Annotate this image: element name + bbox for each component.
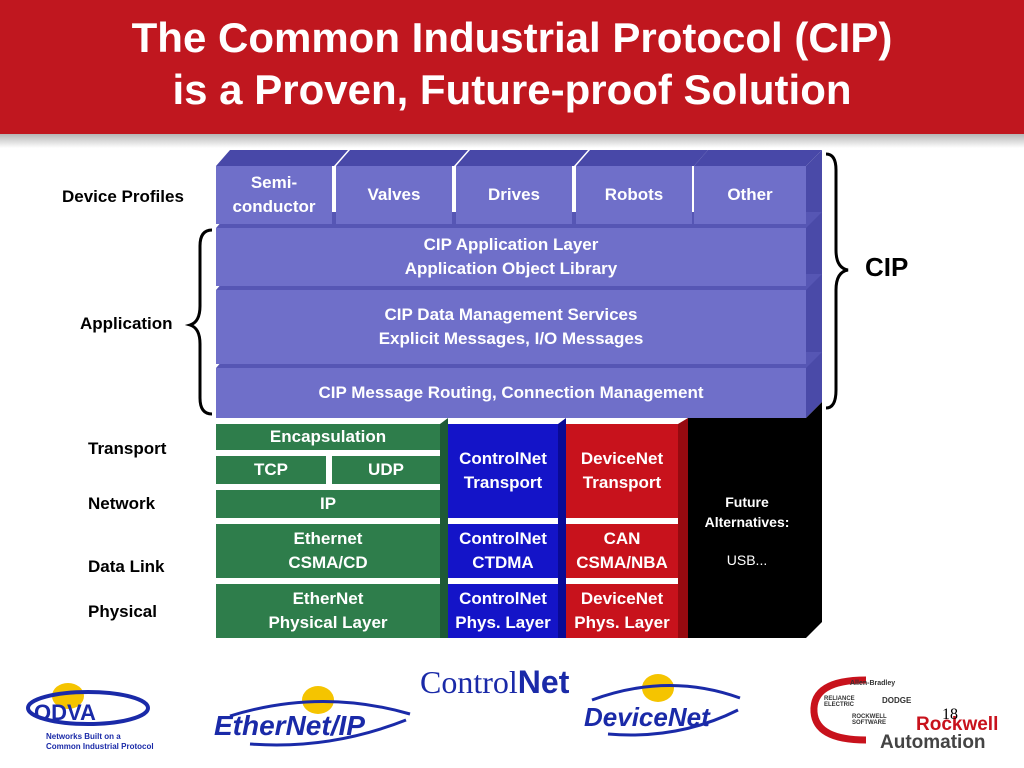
devicenet-transport-line1: DeviceNet: [580, 449, 664, 468]
cip-application-line2: Application Object Library: [404, 259, 618, 278]
controlnet-text-a: Control: [420, 664, 518, 700]
future-alternatives: Future Alternatives: USB...: [688, 418, 806, 638]
title-separator: [0, 134, 1024, 148]
label-data-link: Data Link: [88, 557, 165, 576]
odva-logo: ODVA Networks Built on a Common Industri…: [18, 676, 168, 756]
profile-semiconductor: Semi- conductor: [216, 166, 332, 224]
rockwell-text: Rockwell: [916, 714, 999, 735]
cip-application-line1: CIP Application Layer: [423, 235, 599, 254]
ethernet-datalink: Ethernet CSMA/CD: [216, 524, 440, 578]
devicenet-logo-graphic: [591, 674, 741, 737]
odva-tagline-1: Networks Built on a: [46, 732, 121, 741]
profile-valves-label: Valves: [367, 185, 421, 204]
ab-text: Allen-Bradley: [850, 680, 896, 687]
devicenet-physical-line1: DeviceNet: [580, 589, 664, 608]
title-line-1: The Common Industrial Protocol (CIP): [131, 14, 893, 61]
label-application: Application: [80, 314, 173, 333]
udp-label: UDP: [368, 460, 404, 479]
ethernet-physical: EtherNet Physical Layer: [216, 584, 440, 638]
devicenet-transport: DeviceNet Transport: [566, 424, 678, 518]
devicenet-datalink-line1: CAN: [603, 529, 641, 548]
label-network: Network: [88, 494, 156, 513]
profile-other: Other: [694, 166, 806, 224]
profile-drives-label: Drives: [488, 185, 540, 204]
rockwell-swirl: [810, 676, 867, 744]
rockwell-logo: Allen-Bradley RELIANCE ELECTRIC DODGE RO…: [806, 672, 1012, 753]
title-band: The Common Industrial Protocol (CIP) is …: [0, 0, 1024, 134]
cip-message-routing-label: CIP Message Routing, Connection Manageme…: [318, 383, 704, 402]
cip-message-routing: CIP Message Routing, Connection Manageme…: [216, 368, 806, 418]
controlnet-datalink-line2: CTDMA: [472, 553, 534, 572]
controlnet-datalink-line1: ControlNet: [459, 529, 547, 548]
label-device-profiles: Device Profiles: [62, 187, 184, 206]
odva-logo-graphic: [26, 683, 150, 726]
profile-robots-label: Robots: [604, 185, 664, 204]
controlnet-physical-line2: Phys. Layer: [455, 613, 551, 632]
profile-other-label: Other: [727, 185, 773, 204]
title-line-2: is a Proven, Future-proof Solution: [172, 66, 852, 113]
reliance-text: RELIANCE ELECTRIC: [824, 696, 855, 708]
controlnet-transport-line2: Transport: [463, 473, 543, 492]
controlnet-text-b: Net: [517, 664, 570, 700]
ethernet-udp: UDP: [332, 456, 440, 484]
ethernetip-text: EtherNet/IP: [214, 710, 365, 741]
devicenet-logo: DeviceNet: [578, 672, 748, 742]
label-transport: Transport: [88, 439, 167, 458]
automation-text: Automation: [880, 732, 986, 753]
ethernet-tcp: TCP: [216, 456, 326, 484]
devicenet-text-a: Device: [584, 702, 668, 732]
page-number: 18: [942, 706, 958, 723]
rockwell-software-text: ROCKWELL SOFTWARE: [852, 714, 887, 726]
ethernet-physical-line2: Physical Layer: [268, 613, 388, 632]
devicenet-transport-line2: Transport: [582, 473, 662, 492]
ethernet-ip: IP: [216, 490, 440, 518]
ip-label: IP: [319, 494, 337, 513]
devicenet-datalink: CAN CSMA/NBA: [566, 524, 678, 578]
devicenet-text: DeviceNet: [584, 702, 710, 733]
devicenet-physical: DeviceNet Phys. Layer: [566, 584, 678, 638]
ethernet-datalink-line2: CSMA/CD: [288, 553, 368, 572]
odva-tagline-2: Common Industrial Protocol: [46, 742, 154, 751]
profile-robots: Robots: [576, 166, 692, 224]
controlnet-physical-line1: ControlNet: [459, 589, 547, 608]
encapsulation-label: Encapsulation: [269, 427, 387, 446]
controlnet-logo: ControlNet: [420, 664, 580, 704]
cip-label: CIP: [865, 252, 909, 282]
ethernet-datalink-line1: Ethernet: [293, 529, 363, 548]
controlnet-transport: ControlNet Transport: [448, 424, 558, 518]
ethernetip-logo-graphic: [229, 686, 411, 747]
devicenet-physical-line2: Phys. Layer: [574, 613, 670, 632]
dodge-text: DODGE: [882, 696, 912, 705]
odva-text: ODVA: [34, 700, 96, 725]
tcp-label: TCP: [254, 460, 288, 479]
profile-semiconductor-line2: conductor: [232, 197, 316, 216]
devicenet-datalink-line2: CSMA/NBA: [576, 553, 668, 572]
future-line3: USB...: [726, 552, 768, 568]
cip-data-management: CIP Data Management Services Explicit Me…: [216, 290, 806, 364]
controlnet-transport-line1: ControlNet: [459, 449, 547, 468]
profile-valves: Valves: [336, 166, 452, 224]
cip-data-management-line1: CIP Data Management Services: [384, 305, 638, 324]
devicenet-text-b: Net: [667, 702, 710, 732]
cip-data-management-line2: Explicit Messages, I/O Messages: [378, 329, 644, 348]
future-line1: Future: [725, 494, 769, 510]
ethernetip-logo: EtherNet/IP: [210, 680, 420, 750]
ethernet-encapsulation: Encapsulation: [216, 424, 440, 450]
cip-application-layer: CIP Application Layer Application Object…: [216, 228, 806, 286]
ethernet-physical-line1: EtherNet: [292, 589, 364, 608]
label-physical: Physical: [88, 602, 157, 621]
controlnet-physical: ControlNet Phys. Layer: [448, 584, 558, 638]
profile-semiconductor-line1: Semi-: [250, 173, 298, 192]
profile-drives: Drives: [456, 166, 572, 224]
future-line2: Alternatives:: [704, 514, 790, 530]
controlnet-datalink: ControlNet CTDMA: [448, 524, 558, 578]
